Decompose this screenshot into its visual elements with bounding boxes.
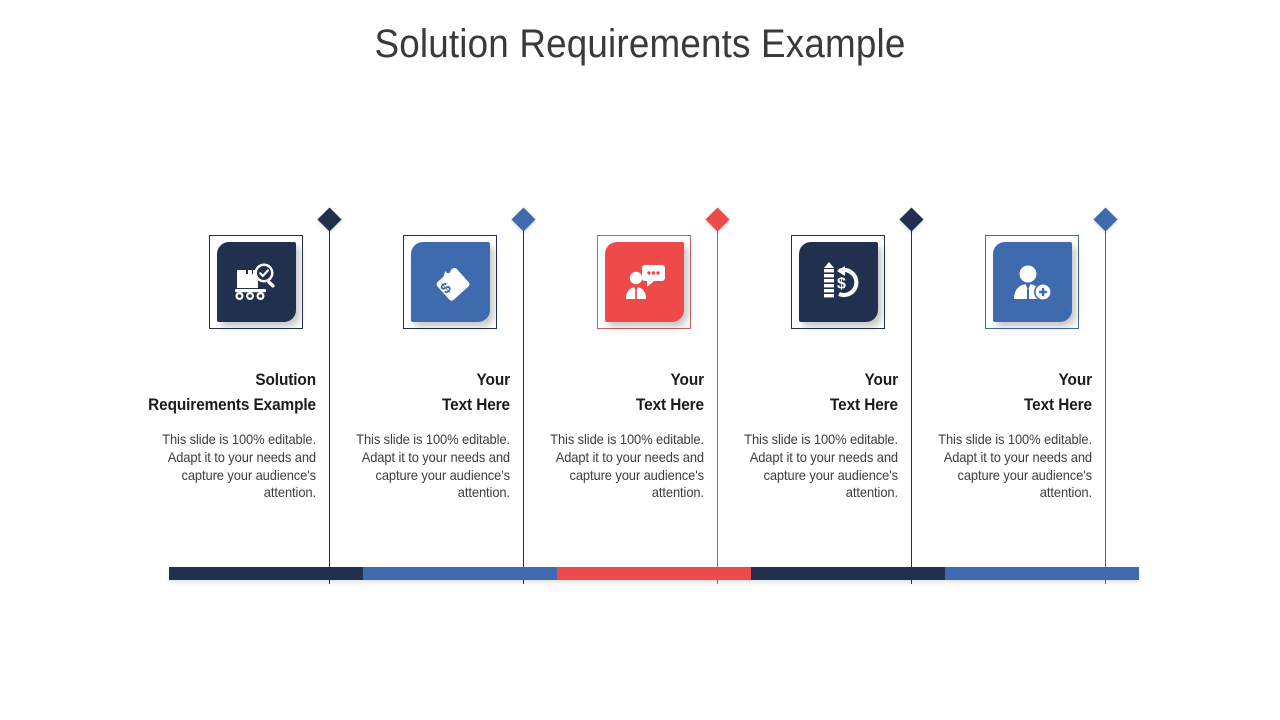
icon-frame-4[interactable]: $ — [791, 235, 885, 329]
bar-segment-3 — [557, 567, 751, 580]
icon-frame-3[interactable] — [597, 235, 691, 329]
icon-tile-5[interactable] — [993, 242, 1072, 322]
column-heading-1: Solution Requirements Example — [148, 371, 316, 414]
column-body-4: This slide is 100% editable. Adapt it to… — [744, 432, 898, 501]
column-text-3: Your Text Here This slide is 100% editab… — [508, 368, 704, 502]
bar-segment-4 — [751, 567, 945, 580]
column-rule-2 — [523, 219, 524, 584]
column-rule-4 — [911, 219, 912, 584]
column-2[interactable]: $ Your Text Here This slide is 100% edit… — [334, 205, 536, 585]
diamond-marker-5 — [1093, 207, 1118, 232]
column-body-5: This slide is 100% editable. Adapt it to… — [938, 432, 1092, 501]
column-text-4: Your Text Here This slide is 100% editab… — [702, 368, 898, 502]
person-speech-bubble-icon — [623, 263, 667, 301]
page-title: Solution Requirements Example — [374, 22, 906, 66]
bar-segment-2 — [363, 567, 557, 580]
column-4[interactable]: $ Your Text Here This slide is 100% edit… — [722, 205, 924, 585]
conveyor-belt-quality-inspection-icon — [234, 261, 280, 303]
bar-segment-1 — [169, 567, 363, 580]
column-body-1: This slide is 100% editable. Adapt it to… — [162, 432, 316, 501]
column-rule-3 — [717, 219, 718, 584]
column-rule-1 — [329, 219, 330, 584]
bottom-color-bar — [169, 567, 1139, 580]
column-3[interactable]: Your Text Here This slide is 100% editab… — [528, 205, 730, 585]
column-body-3: This slide is 100% editable. Adapt it to… — [550, 432, 704, 501]
column-5[interactable]: Your Text Here This slide is 100% editab… — [916, 205, 1118, 585]
column-heading-2: Your Text Here — [442, 371, 510, 414]
column-text-1: Solution Requirements Example This slide… — [120, 368, 316, 502]
icon-tile-3[interactable] — [605, 242, 684, 322]
icon-frame-5[interactable] — [985, 235, 1079, 329]
column-heading-4: Your Text Here — [830, 371, 898, 414]
column-1[interactable]: Solution Requirements Example This slide… — [140, 205, 342, 585]
add-user-icon — [1011, 262, 1055, 302]
five-column-infographic: Solution Requirements Example This slide… — [140, 205, 1150, 585]
icon-tile-1[interactable] — [217, 242, 296, 322]
coin-stack-return-on-investment-icon: $ — [818, 261, 860, 303]
svg-text:$: $ — [837, 276, 846, 293]
column-heading-3: Your Text Here — [636, 371, 704, 414]
icon-frame-1[interactable] — [209, 235, 303, 329]
column-text-5: Your Text Here This slide is 100% editab… — [896, 368, 1092, 502]
column-heading-5: Your Text Here — [1024, 371, 1092, 414]
column-body-2: This slide is 100% editable. Adapt it to… — [356, 432, 510, 501]
icon-frame-2[interactable]: $ — [403, 235, 497, 329]
column-text-2: Your Text Here This slide is 100% editab… — [314, 368, 510, 502]
price-tag-dollar-icon: $ — [429, 260, 473, 304]
icon-tile-2[interactable]: $ — [411, 242, 490, 322]
bar-segment-5 — [945, 567, 1139, 580]
icon-tile-4[interactable]: $ — [799, 242, 878, 322]
column-rule-5 — [1105, 219, 1106, 584]
